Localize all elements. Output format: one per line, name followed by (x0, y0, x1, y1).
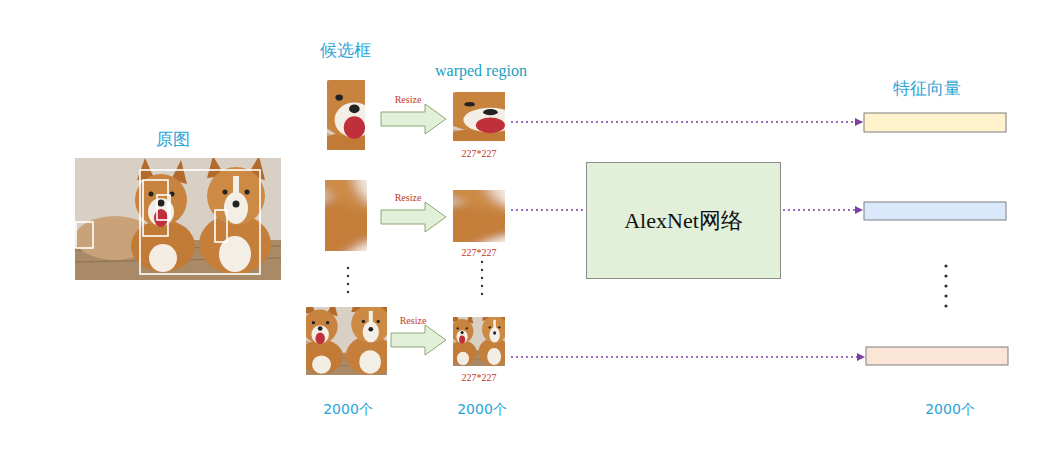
arrow-label: Resize (395, 192, 422, 203)
box-label: AlexNet网络 (624, 206, 743, 236)
feature-vector (866, 347, 1008, 365)
feature-vector (864, 202, 1006, 220)
column-heading: warped region (435, 62, 527, 80)
size-label: 227*227 (462, 372, 497, 383)
resize-arrow (381, 202, 446, 232)
original-photo (75, 156, 281, 280)
arrow-label: Resize (400, 315, 427, 326)
dotted-arrow (511, 122, 864, 357)
process-box: AlexNet网络 (586, 162, 781, 279)
image-caption: 原图 (156, 128, 190, 151)
column-heading: 候选框 (320, 39, 371, 62)
resize-arrow (391, 325, 446, 355)
arrow-label: Resize (395, 94, 422, 105)
resize-arrow (381, 104, 446, 134)
column-heading: 特征向量 (893, 77, 961, 100)
count-label: 2000个 (457, 401, 507, 419)
count-label: 2000个 (323, 401, 373, 419)
size-label: 227*227 (462, 148, 497, 159)
feature-vector (864, 113, 1006, 132)
candidate-crop (262, 298, 401, 379)
size-label: 227*227 (462, 247, 497, 258)
count-label: 2000个 (925, 401, 975, 419)
